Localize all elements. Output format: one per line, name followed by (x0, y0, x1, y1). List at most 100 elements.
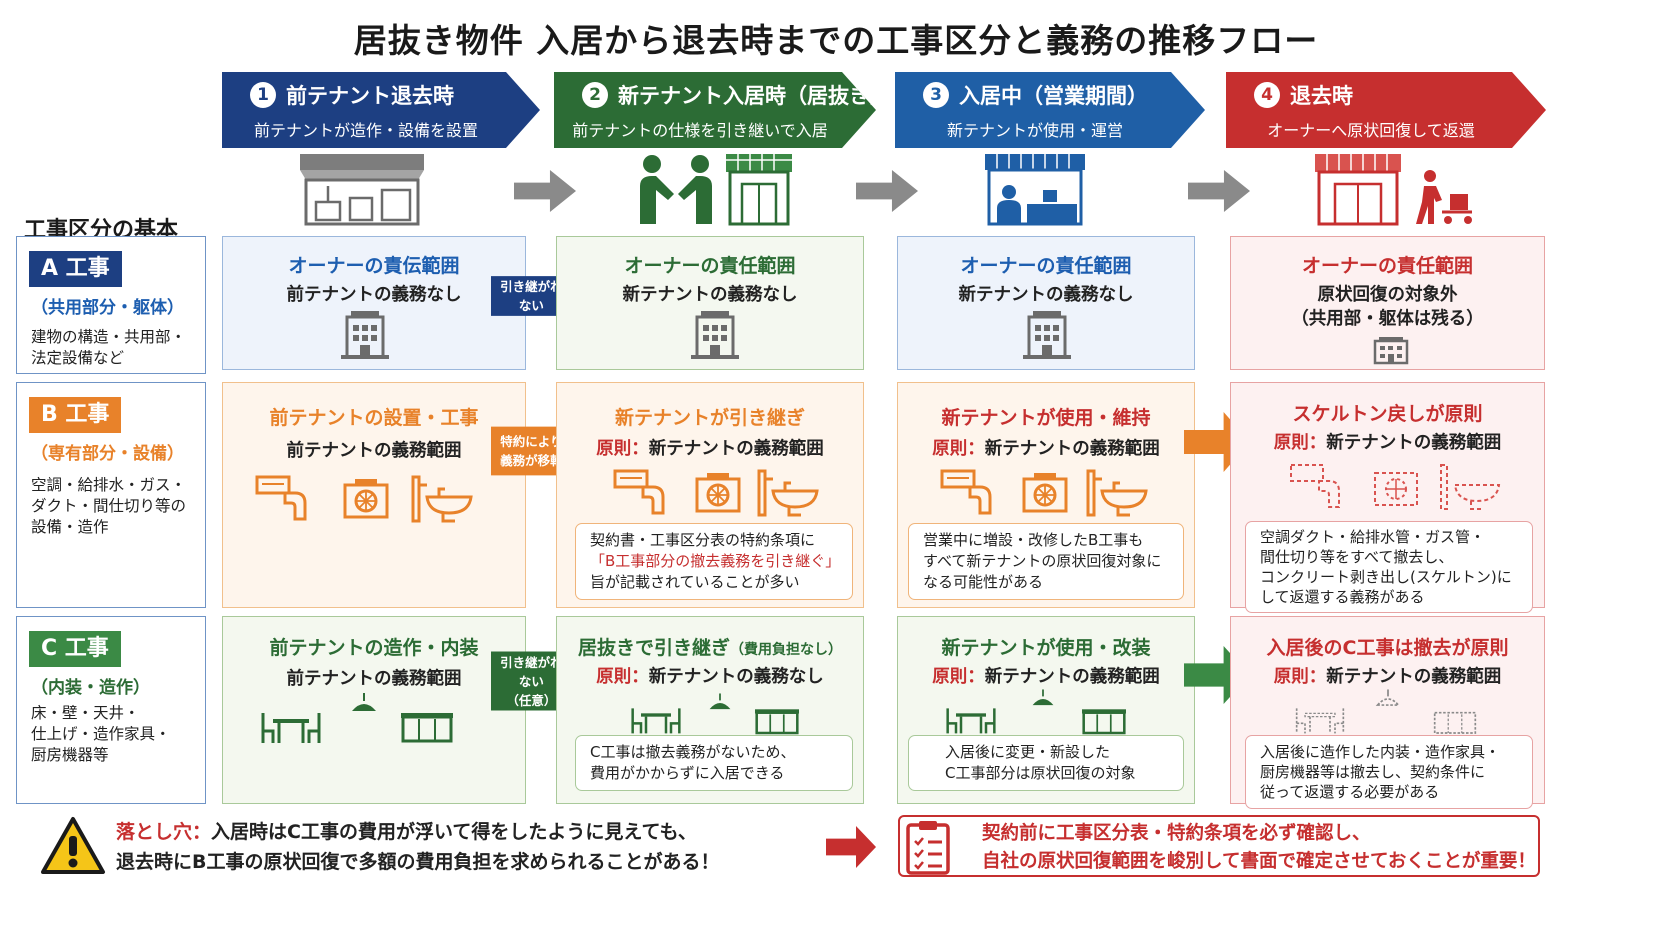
cell-line: 新テナントの義務なし (958, 285, 1134, 305)
cell-heading: オーナーの責任範囲 (1301, 255, 1473, 277)
phase-title: 前テナント退去時 (286, 84, 454, 108)
cell-line: 新テナントの義務範囲 (984, 439, 1160, 459)
note-box: 営業中に増設・改修したB工事も すべて新テナントの原状回復対象に なる可能性があ… (908, 523, 1184, 600)
cell-line: 新テナントの義務範囲 (1326, 667, 1502, 687)
note-line: 入居後に造作した内装・造作家具・ (1260, 743, 1501, 761)
principle-prefix: 原則： (932, 667, 985, 687)
advice-line-2: 自社の原状回復範囲を峻別して書面で確定させておくことが重要！ (982, 851, 1536, 872)
category-a-card: A 工事 （共用部分・躯体） 建物の構造・共用部・ 法定設備など (16, 236, 206, 374)
category-b-desc: 空調・給排水・ガス・ ダクト・間仕切り等の 設備・造作 (31, 476, 187, 536)
note-box: C工事は撤去義務がないため、 費用がかからずに入居できる (575, 735, 853, 791)
row-a-phase-4: オーナーの責任範囲 原状回復の対象外 （共用部・躯体は残る） (1230, 236, 1545, 370)
checklist-icon (904, 819, 952, 875)
air-conditioner-icon (1022, 469, 1068, 515)
cell-line: 新テナントの義務範囲 (984, 667, 1160, 687)
flow-arrow-icon (856, 170, 918, 212)
cell-heading: 前テナントの造作・内装 (269, 637, 479, 659)
cell-heading: 新テナントが引き継ぎ (614, 407, 805, 429)
principle-prefix: 原則： (596, 439, 649, 459)
removed-air-conditioner-icon (1373, 463, 1419, 509)
counter-cabinet-icon (755, 709, 799, 735)
cell-line: 新テナントの義務範囲 (1326, 433, 1502, 453)
phase-subtitle: 前テナントの仕様を引き継いで入居 (572, 121, 828, 140)
advice-line-1: 契約前に工事区分表・特約条項を必ず確認し、 (982, 823, 1371, 844)
closed-store-icon (1313, 152, 1403, 226)
note-line: 営業中に増設・改修したB工事も (923, 531, 1144, 549)
row-a-phase-2: オーナーの責任範囲 新テナントの義務なし (556, 236, 864, 370)
note-line: 旨が記載されていることが多い (590, 573, 800, 591)
category-c-badge: C 工事 (29, 631, 121, 667)
row-c-phase-3: 新テナントが使用・改装 原則：新テナントの義務範囲 入居後に変更・新設した C工… (897, 616, 1195, 804)
note-line: C工事部分は原状回復の対象 (945, 764, 1136, 782)
principle-prefix: 原則： (1273, 667, 1327, 687)
removed-sink-icon (1437, 463, 1501, 511)
principle-prefix: 原則： (596, 667, 649, 687)
page-title: 居抜き物件 入居から退去時までの工事区分と義務の推移フロー (353, 21, 1319, 60)
phase-number-1: 1 (250, 82, 276, 108)
new-store-icon (724, 152, 794, 226)
category-c-desc: 床・壁・天井・ 仕上げ・造作家具・ 厨房機器等 (31, 704, 171, 764)
operating-store-icon (983, 152, 1087, 226)
phase-number-4: 4 (1254, 82, 1280, 108)
building-icon (1023, 309, 1071, 359)
warning-icon (40, 816, 106, 876)
counter-cabinet-icon (401, 713, 453, 743)
flow-arrow-icon (514, 170, 576, 212)
air-conditioner-icon (695, 469, 741, 515)
removed-duct-icon (1289, 463, 1351, 509)
cell-line: 新テナントの義務なし (622, 285, 798, 305)
transfer-arrow-label: 引き継がれない (500, 279, 563, 313)
phase-title: 入居中（営業期間） (959, 84, 1148, 108)
row-a-phase-1: オーナーの責伝範囲 前テナントの義務なし (222, 236, 526, 370)
principle-prefix: 原則： (1273, 433, 1327, 453)
duct-pipe-icon (940, 469, 1002, 515)
cell-heading: オーナーの責任範囲 (960, 255, 1132, 277)
note-box: 空調ダクト・給排水管・ガス管・ 間仕切り等をすべて撤去し、 コンクリート剥き出し… (1245, 521, 1533, 613)
cell-line: 原状回復の対象外 (1317, 285, 1458, 305)
building-icon (341, 309, 389, 359)
note-line: して返還する義務がある (1260, 588, 1425, 606)
pendant-lamp-icon (1030, 689, 1056, 709)
note-line: コンクリート剥き出し(スケルトン)に (1260, 568, 1512, 586)
category-b-badge: B 工事 (29, 397, 122, 433)
cell-heading: スケルトン戻しが原則 (1292, 403, 1483, 425)
cell-line: 新テナントの義務範囲 (648, 439, 824, 459)
row-c-phase-1: 前テナントの造作・内装 前テナントの義務範囲 (222, 616, 526, 804)
note-line: 入居後に変更・新設した (945, 743, 1111, 761)
note-box: 入居後に変更・新設した C工事部分は原状回復の対象 (908, 735, 1184, 791)
cell-heading: 新テナントが使用・改装 (941, 637, 1151, 659)
cell-line: 前テナントの義務なし (286, 285, 462, 305)
cell-heading: 居抜きで引き継ぎ (577, 637, 730, 659)
note-line: なる可能性がある (923, 573, 1044, 591)
flow-arrow-icon (1188, 170, 1250, 212)
note-line: 従って返還する必要がある (1260, 783, 1440, 801)
empty-store-icon (298, 150, 426, 226)
row-a-phase-3: オーナーの責任範囲 新テナントの義務なし (897, 236, 1195, 370)
warning-line-1: 落とし穴：入居時はC工事の費用が浮いて得をしたように見えても、 (116, 818, 697, 847)
pendant-lamp-icon (707, 693, 733, 713)
category-c-sub: （内装・造作） (31, 678, 150, 698)
air-conditioner-icon (343, 475, 389, 521)
mover-cart-icon (1414, 168, 1478, 226)
note-box: 契約書・工事区分表の特約条項に 「B工事部分の撤去義務を引き継ぐ」 旨が記載され… (575, 523, 853, 600)
category-a-sub: （共用部分・躯体） (31, 298, 184, 318)
phase-number-2: 2 (582, 82, 608, 108)
removed-cabinet-icon (1433, 709, 1477, 735)
duct-pipe-icon (255, 475, 317, 521)
note-line: C工事は撤去義務がないため、 (590, 743, 796, 761)
note-line: 契約書・工事区分表の特約条項に (590, 531, 816, 549)
note-line-highlight: 「B工事部分の撤去義務を引き継ぐ」 (590, 552, 841, 570)
cell-heading: オーナーの責任範囲 (624, 255, 796, 277)
warning-line-2: 退去時にB工事の原状回復で多額の費用負担を求められることがある！ (116, 851, 720, 873)
category-a-desc: 建物の構造・共用部・ 法定設備など (31, 328, 187, 367)
sink-plumbing-icon (755, 469, 819, 517)
sink-plumbing-icon (409, 475, 473, 523)
note-line: 厨房機器等は撤去し、契約条件に (1260, 763, 1486, 781)
row-b-phase-4: スケルトン戻しが原則 原則：新テナントの義務範囲 空調ダクト・給排水管・ガス管・… (1230, 382, 1545, 613)
category-b-sub: （専有部分・設備） (31, 444, 184, 464)
pitfall-warning: 落とし穴：入居時はC工事の費用が浮いて得をしたように見えても、 退去時にB工事の… (40, 816, 840, 880)
dining-table-icon (944, 705, 998, 735)
warning-label: 落とし穴： (116, 821, 212, 843)
